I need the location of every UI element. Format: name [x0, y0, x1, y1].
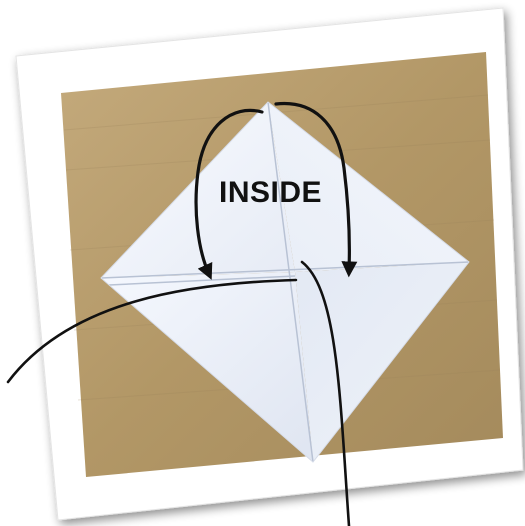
inside-label: INSIDE [219, 176, 322, 209]
